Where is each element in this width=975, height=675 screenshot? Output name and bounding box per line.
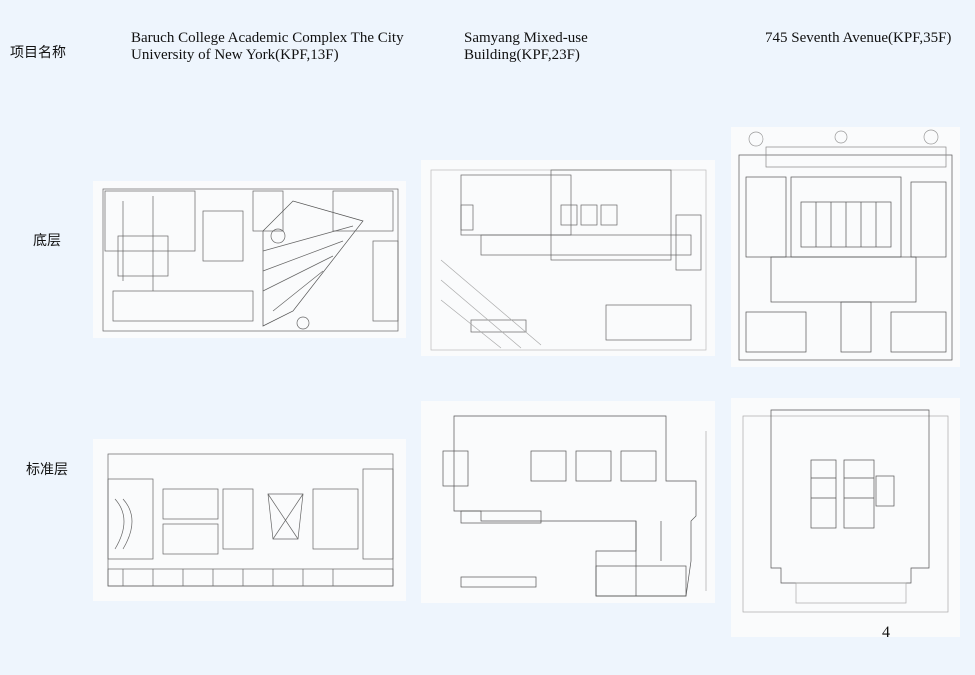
floor-plan-samyang-ground xyxy=(421,160,715,356)
project-title-745-seventh: 745 Seventh Avenue(KPF,35F) xyxy=(765,30,952,46)
floor-plan-baruch-typical xyxy=(93,439,406,601)
row-label-typical-floor: 标准层 xyxy=(26,462,68,478)
floor-plan-baruch-ground xyxy=(93,181,406,338)
row-label-ground-floor: 底层 xyxy=(33,233,61,249)
floor-plan-745-seventh-typical xyxy=(731,398,960,637)
page-number: 4 xyxy=(882,624,890,641)
project-title-samyang: Samyang Mixed-use Building(KPF,23F) xyxy=(464,30,588,63)
project-title-baruch: Baruch College Academic Complex The City… xyxy=(131,30,404,63)
floor-plan-samyang-typical xyxy=(421,401,715,603)
floor-plan-745-seventh-ground xyxy=(731,127,960,367)
header-row-label: 项目名称 xyxy=(10,45,66,61)
